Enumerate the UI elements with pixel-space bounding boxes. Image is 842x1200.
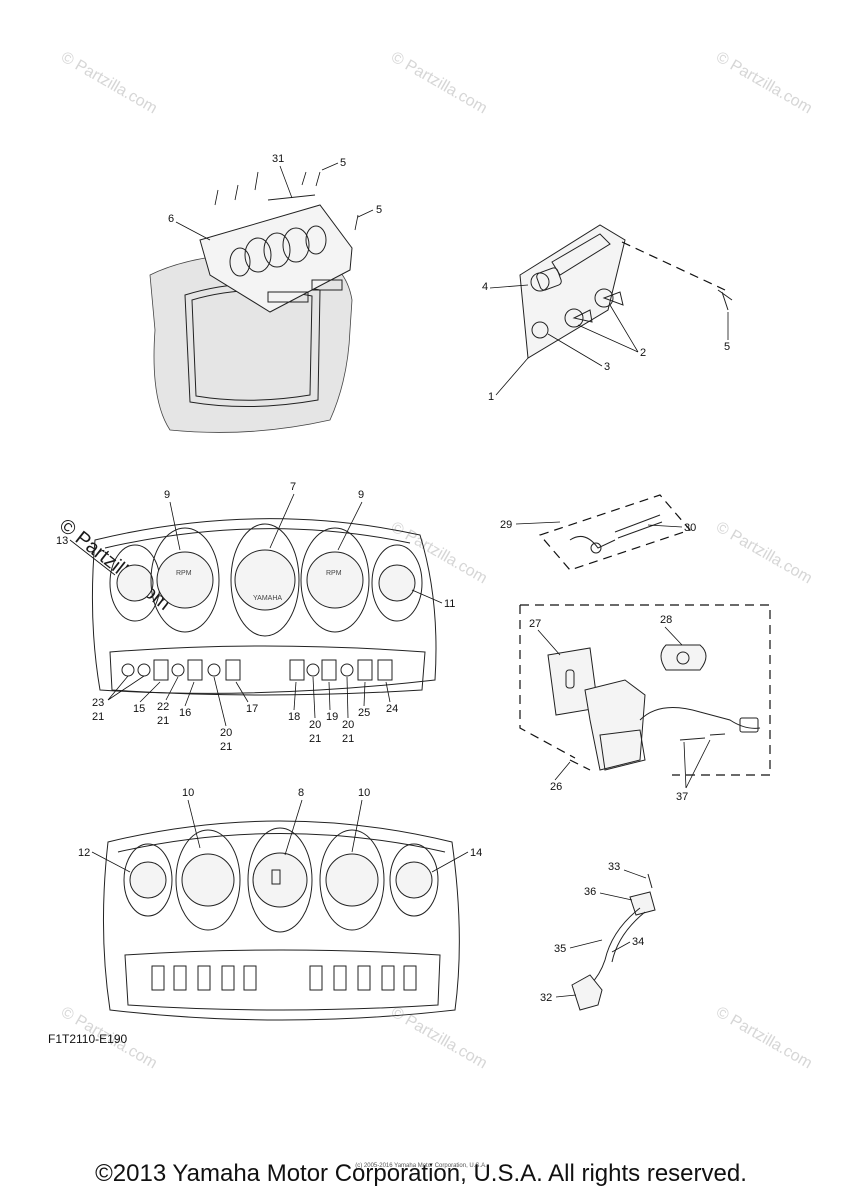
fine-print: (c) 2005-2016 Yamaha Motor Corporation, … bbox=[355, 1163, 487, 1169]
callout-12: 12 bbox=[78, 847, 90, 859]
callout-8: 8 bbox=[298, 787, 304, 799]
callout-21: 21 bbox=[342, 733, 354, 745]
callout-29: 29 bbox=[500, 519, 512, 531]
gauge-cluster: RPM YAMAHA RPM bbox=[91, 518, 437, 696]
callout-33: 33 bbox=[608, 861, 620, 873]
callout-36: 36 bbox=[584, 886, 596, 898]
callout-5: 5 bbox=[376, 204, 382, 216]
callout-30: 30 bbox=[684, 522, 696, 534]
watermark: © Partzilla.com bbox=[713, 519, 815, 588]
callout-5: 5 bbox=[340, 157, 346, 169]
callout-5: 5 bbox=[724, 341, 730, 353]
callout-11: 11 bbox=[444, 598, 455, 610]
callout-15: 15 bbox=[133, 703, 145, 715]
harness-kit bbox=[538, 494, 692, 571]
callout-9: 9 bbox=[164, 489, 170, 501]
callout-3: 3 bbox=[604, 361, 610, 373]
watermark: © Partzilla.com bbox=[713, 49, 815, 118]
callout-26: 26 bbox=[550, 781, 562, 793]
callout-28: 28 bbox=[660, 614, 672, 626]
sensor-assembly bbox=[571, 873, 656, 1011]
callout-2: 2 bbox=[640, 347, 646, 359]
callout-21: 21 bbox=[220, 741, 232, 753]
callout-13: 13 bbox=[56, 535, 68, 547]
callout-34: 34 bbox=[632, 936, 644, 948]
callout-35: 35 bbox=[554, 943, 566, 955]
watermark: © Partzilla.com bbox=[388, 49, 490, 118]
callout-20: 20 bbox=[342, 719, 354, 731]
callout-20: 20 bbox=[220, 727, 232, 739]
callout-14: 14 bbox=[470, 847, 482, 859]
callout-27: 27 bbox=[529, 618, 541, 630]
callout-25: 25 bbox=[358, 707, 370, 719]
callout-4: 4 bbox=[482, 281, 488, 293]
callout-19: 19 bbox=[326, 711, 338, 723]
brand-label: YAMAHA bbox=[253, 595, 282, 602]
watermark: © Partzilla.com bbox=[388, 1004, 490, 1073]
callout-21: 21 bbox=[92, 711, 104, 723]
callout-10: 10 bbox=[358, 787, 370, 799]
callout-10: 10 bbox=[182, 787, 194, 799]
copyright-footer: ©2013 Yamaha Motor Corporation, U.S.A. A… bbox=[95, 1160, 747, 1187]
callout-6: 6 bbox=[168, 213, 174, 225]
tach-label: RPM bbox=[326, 570, 342, 577]
callout-20: 20 bbox=[309, 719, 321, 731]
callout-24: 24 bbox=[386, 703, 398, 715]
callout-21: 21 bbox=[309, 733, 321, 745]
callout-23: 23 bbox=[92, 697, 104, 709]
diagram-code: F1T2110-E190 bbox=[48, 1032, 127, 1046]
watermark: © Partzilla.com bbox=[713, 1004, 815, 1073]
callout-21: 21 bbox=[157, 715, 169, 727]
bracket-kit bbox=[519, 604, 771, 776]
callout-37: 37 bbox=[676, 791, 688, 803]
dash-bezel-assembly bbox=[149, 171, 359, 433]
callout-1: 1 bbox=[488, 391, 494, 403]
callout-32: 32 bbox=[540, 992, 552, 1004]
callout-31: 31 bbox=[272, 153, 284, 165]
callout-18: 18 bbox=[288, 711, 300, 723]
callout-17: 17 bbox=[246, 703, 258, 715]
callout-7: 7 bbox=[290, 481, 296, 493]
callout-9: 9 bbox=[358, 489, 364, 501]
callout-16: 16 bbox=[179, 707, 191, 719]
callout-22: 22 bbox=[157, 701, 169, 713]
switch-panel bbox=[519, 224, 733, 359]
watermark: © Partzilla.com bbox=[58, 49, 160, 118]
gauge-cluster-rear bbox=[102, 820, 460, 1021]
tach-label: RPM bbox=[176, 570, 192, 577]
